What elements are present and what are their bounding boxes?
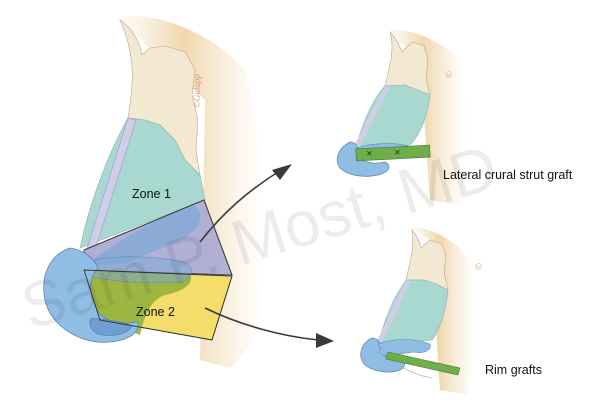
lateral-crus bbox=[90, 205, 201, 265]
arrow-head-lower bbox=[316, 333, 334, 348]
zone-2-green-overlap bbox=[84, 270, 191, 335]
zone-1-region bbox=[79, 117, 206, 249]
upper-lateral-cartilage-upper bbox=[354, 84, 431, 151]
artist-signature-lower: © bbox=[474, 263, 484, 270]
alar-cartilage bbox=[43, 247, 139, 343]
suture-mark: ⨯ bbox=[366, 149, 373, 158]
nasal-bone-upper bbox=[384, 31, 431, 96]
arrow-head-upper bbox=[272, 164, 292, 180]
septal-strip-lower bbox=[376, 280, 411, 345]
lateral-crural-strut-illustration: ⨯ ⨯ © Lateral crural strut graft bbox=[336, 29, 573, 205]
face-skin-upper bbox=[388, 29, 467, 205]
arrows bbox=[199, 164, 334, 348]
arrow-to-lateral-crural bbox=[199, 171, 279, 243]
artist-signature: ©Gulapp bbox=[192, 74, 202, 108]
lateral-crural-strut-graft bbox=[355, 144, 431, 162]
upper-lateral-cartilage-lower bbox=[377, 279, 449, 346]
lateral-crus-lower-right bbox=[377, 339, 431, 357]
arrow-to-rim bbox=[204, 307, 319, 341]
suture-line bbox=[399, 365, 433, 379]
rim-grafts-label: Rim grafts bbox=[485, 363, 542, 377]
nasal-bone-lower bbox=[405, 229, 449, 291]
main-nose-illustration: Zone 1 Zone 2 ©Gulapp bbox=[43, 16, 265, 368]
zone-2-border bbox=[83, 269, 233, 341]
zone-1-border bbox=[83, 199, 233, 276]
suture-mark: ⨯ bbox=[394, 148, 401, 157]
artist-signature-upper: © bbox=[444, 71, 454, 78]
zone-1-label: Zone 1 bbox=[132, 187, 171, 201]
lateral-crus-lower bbox=[84, 256, 192, 283]
rim-graft bbox=[385, 351, 461, 376]
nostril bbox=[89, 317, 133, 336]
zone-2-label: Zone 2 bbox=[136, 305, 175, 319]
lateral-crural-strut-label: Lateral crural strut graft bbox=[443, 168, 573, 182]
rim-grafts-illustration: © Rim grafts bbox=[360, 227, 542, 395]
septal-strip-upper bbox=[353, 86, 390, 150]
